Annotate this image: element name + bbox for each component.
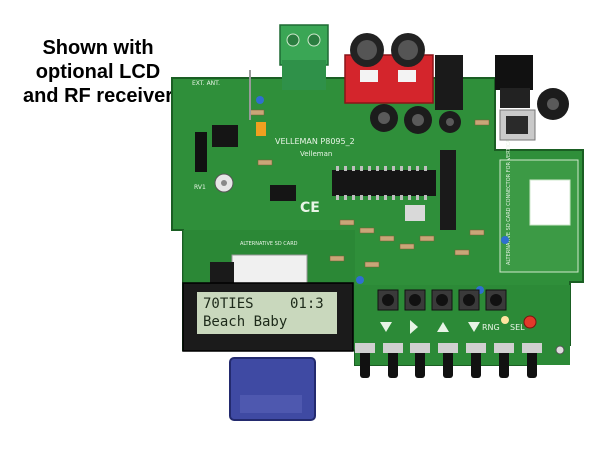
rca-connectors bbox=[344, 33, 434, 104]
caption-line-2: optional LCD bbox=[35, 61, 161, 83]
alt-sd-label: ALTERNATIVE SD CARD bbox=[240, 241, 298, 247]
tact-switches bbox=[377, 289, 507, 311]
caption-line-3: and RF receiver bbox=[22, 85, 174, 107]
rng-label: RNG bbox=[482, 323, 500, 332]
led-small bbox=[501, 316, 509, 324]
rf-receiver bbox=[231, 254, 308, 286]
sel-label: SEL bbox=[510, 323, 525, 332]
lcd-line1-right: 01:3 bbox=[290, 296, 324, 312]
alt-sd-vertical-label: ALTERNATIVE SD CARD CONNECTOR FOR VERTIC… bbox=[506, 115, 512, 265]
small-ic bbox=[212, 125, 238, 147]
lcd-line1-left: 70TIES bbox=[203, 296, 254, 312]
caption: Shown with optional LCD and RF receiver bbox=[8, 36, 188, 108]
caption-line-1: Shown with bbox=[42, 37, 154, 59]
resistors bbox=[249, 109, 490, 268]
dc-jack bbox=[495, 55, 533, 90]
board-brand: Velleman bbox=[300, 150, 332, 158]
led-red bbox=[523, 315, 537, 329]
screw-terminal bbox=[279, 24, 329, 66]
lcd-line2: Beach Baby bbox=[203, 314, 287, 330]
board-title: VELLEMAN P8095_2 bbox=[275, 137, 355, 146]
main-ic bbox=[332, 170, 436, 196]
audio-jack bbox=[435, 55, 463, 110]
rv1-label: RV1 bbox=[194, 184, 206, 191]
lcd-module: 70TIES 01:3 Beach Baby bbox=[182, 282, 354, 352]
capacitors bbox=[370, 88, 569, 134]
front-buttons bbox=[360, 350, 537, 378]
ce-mark: CE bbox=[300, 200, 320, 216]
ext-ant-label: EXT. ANT. bbox=[192, 80, 220, 87]
